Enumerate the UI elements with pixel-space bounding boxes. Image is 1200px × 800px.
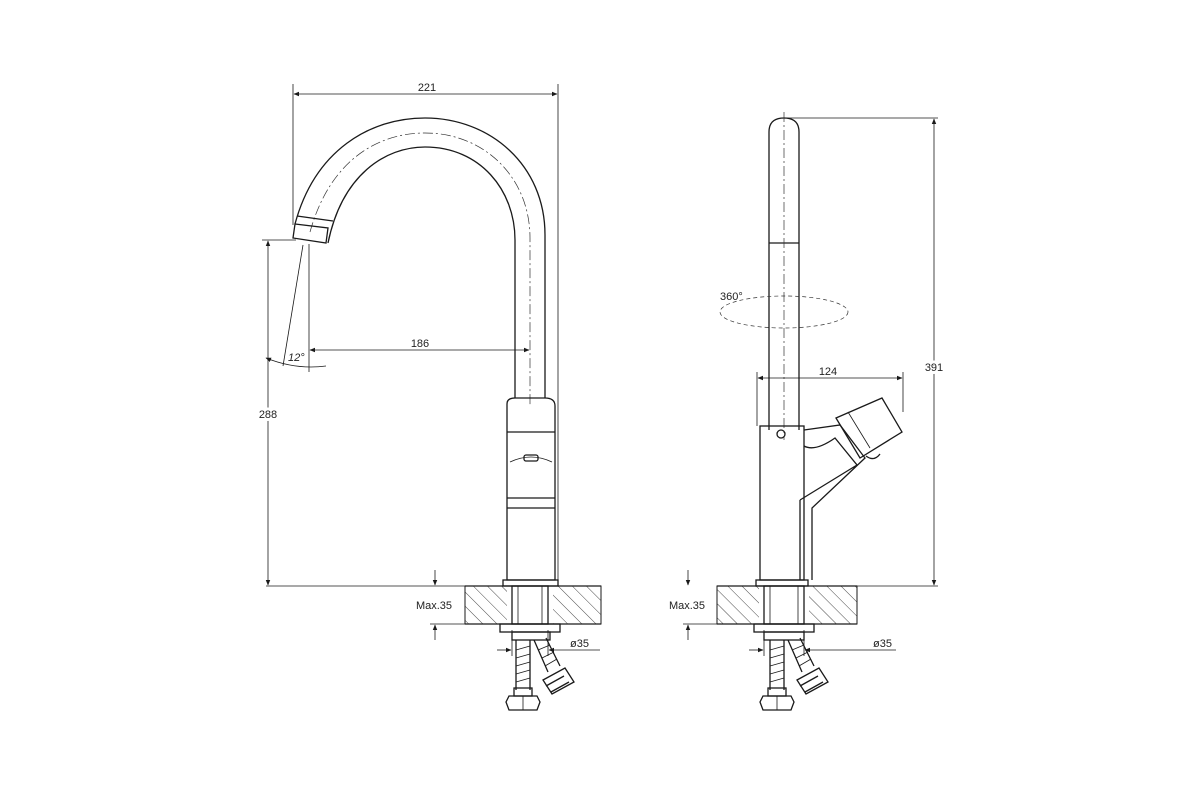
front-body xyxy=(502,397,559,587)
side-dimensions: 360° 124 391 Max.35 ø35 xyxy=(669,117,946,656)
side-rotation-dimension: 360° xyxy=(720,291,743,303)
front-spout xyxy=(292,117,546,405)
side-view: 360° 124 391 Max.35 ø35 xyxy=(669,112,946,711)
side-max-thickness-dimension: Max.35 xyxy=(669,600,705,612)
front-angle-dimension: 12° xyxy=(288,352,305,364)
side-countertop xyxy=(716,584,938,626)
front-view: 221 186 288 12° Max.35 ø35 xyxy=(256,82,602,711)
side-total-height-dimension: 391 xyxy=(925,362,943,374)
front-height-dimension: 288 xyxy=(259,409,277,421)
side-body xyxy=(755,397,903,587)
side-fittings xyxy=(753,585,829,711)
side-handle-dimension: 124 xyxy=(819,366,837,378)
front-reach-dimension: 186 xyxy=(411,338,429,350)
front-countertop xyxy=(266,584,602,626)
side-hole-diameter-dimension: ø35 xyxy=(873,638,892,650)
front-max-thickness-dimension: Max.35 xyxy=(416,600,452,612)
front-dimensions: 221 186 288 12° Max.35 ø35 xyxy=(256,82,600,656)
side-spout xyxy=(719,112,849,440)
front-hole-diameter-dimension: ø35 xyxy=(570,638,589,650)
front-width-dimension: 221 xyxy=(418,82,436,94)
